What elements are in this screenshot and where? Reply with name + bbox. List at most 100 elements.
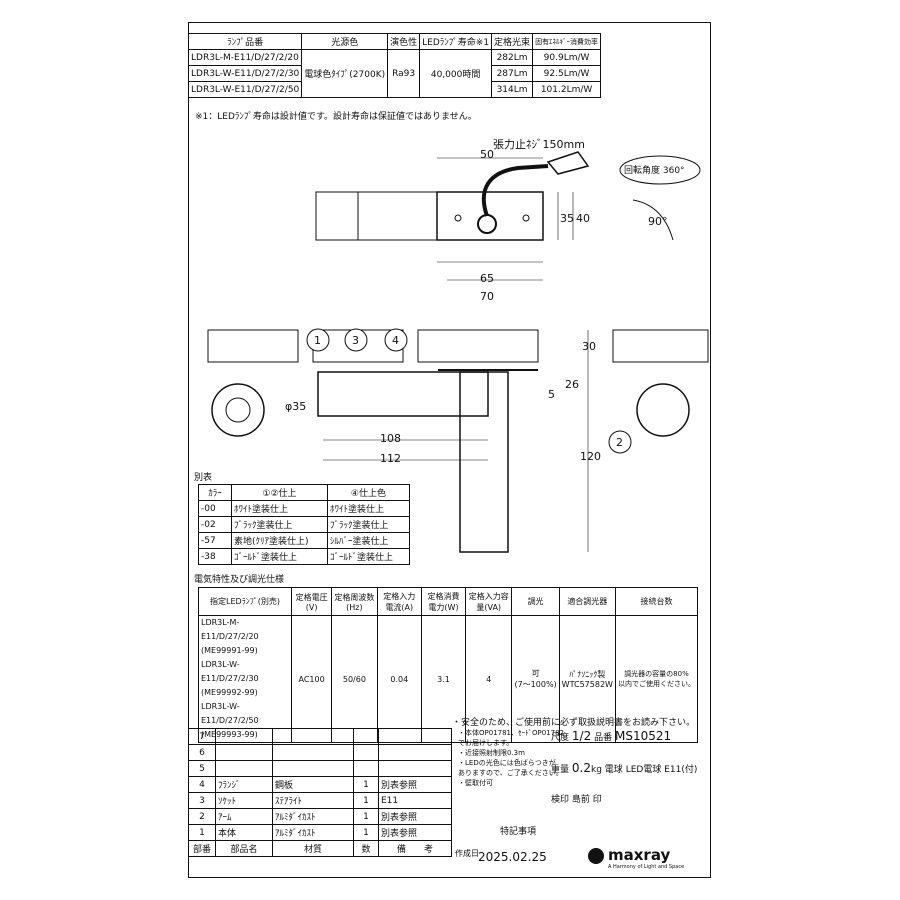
seal-label: 印 <box>592 795 602 805</box>
lamp-model: LDR3L-M-E11/D/27/2/20 <box>201 618 259 641</box>
dim-65: 65 <box>480 272 494 285</box>
units-cell: 調光器の容量の80% 以内でご使用ください。 <box>614 615 699 743</box>
header-lumen: 定格光束 <box>491 33 534 50</box>
variant-code: -38 <box>198 548 232 565</box>
efficiency-value: 101.2Lm/W <box>532 81 602 98</box>
parts-header: 部品名 <box>215 840 273 857</box>
lamp-model: LDR3L-M-E11/D/27/2/20 <box>187 49 303 66</box>
variant-finish: ｺﾞｰﾙﾄﾞ塗装仕上 <box>231 548 328 565</box>
variant-flange: ｺﾞｰﾙﾄﾞ塗装仕上 <box>326 548 411 565</box>
dim-phi35: φ35 <box>285 400 307 413</box>
variants-header: ①②仕上 <box>231 484 328 501</box>
variant-code: -02 <box>198 516 232 533</box>
dimming-range: (7〜100%) <box>514 680 557 689</box>
part-no: 6 <box>188 744 216 761</box>
dim-5: 5 <box>548 388 555 401</box>
part-remark: 別表参照 <box>377 808 453 825</box>
rated-power: 3.1 <box>421 615 466 743</box>
tension-label: 張力止ﾈｼﾞ150mm <box>493 138 585 151</box>
electrical-header: 定格電圧(V) <box>290 587 333 616</box>
electrical-header: 指定LEDﾗﾝﾌﾟ(別売) <box>198 587 292 616</box>
notes-block: ・本体OP01781、ｾｰﾄﾞOP01782 でお届けします。 ・近接照射制限0… <box>458 728 564 788</box>
lumen-value: 282Lm <box>491 49 534 66</box>
rotation-label: 回転角度 360° <box>624 166 685 176</box>
weight-label: 重量 <box>551 765 570 775</box>
lamp-spec-table: ﾗﾝﾌﾟ品番 光源色 演色性 LEDﾗﾝﾌﾟ寿命※1 定格光束 固有ｴﾈﾙｷﾞｰ… <box>187 33 602 98</box>
header-lamp-model: ﾗﾝﾌﾟ品番 <box>187 33 303 50</box>
dim-108: 108 <box>380 432 401 445</box>
part-name: 本体 <box>215 824 273 841</box>
callout-3: 3 <box>352 334 359 347</box>
date-value: 2025.02.25 <box>478 850 547 864</box>
part-qty: 1 <box>353 792 379 809</box>
dim-40: 40 <box>576 212 590 225</box>
parts-header: 材質 <box>271 840 355 857</box>
check-name: 島前 <box>571 795 590 805</box>
part-no-label: 品番 <box>594 733 613 743</box>
part-qty: 1 <box>353 808 379 825</box>
header-efficiency: 固有ｴﾈﾙｷﾞｰ消費効率 <box>532 33 602 50</box>
lamp-value: LED電球 E11(付) <box>625 765 698 775</box>
dimmer-model: WTC57582W <box>561 680 613 689</box>
part-no: 7 <box>188 728 216 745</box>
special-label: 特記事項 <box>500 827 537 837</box>
parts-header: 備 考 <box>377 840 453 857</box>
dimming-value: 可 <box>531 669 540 678</box>
brand-name: maxray <box>608 846 671 864</box>
note-line: ・LEDの光色には色ばらつきが <box>458 759 556 767</box>
weight-row: 重量 0.2kg 電球 LED電球 E11(付) <box>551 762 697 776</box>
header-life: LEDﾗﾝﾌﾟ寿命※1 <box>419 33 493 50</box>
weight-unit: kg <box>590 765 602 775</box>
part-qty: 1 <box>353 824 379 841</box>
part-no: 3 <box>188 792 216 809</box>
note-line: ・近接照射制限0.3m <box>458 749 525 757</box>
dim-35: 35 <box>560 212 574 225</box>
variant-finish: ﾌﾞﾗｯｸ塗装仕上 <box>231 516 328 533</box>
part-name: ｱｰﾑ <box>215 808 273 825</box>
lumen-value: 287Lm <box>491 65 534 82</box>
parts-header: 部番 <box>188 840 216 857</box>
variants-header: ｶﾗｰ <box>198 484 232 501</box>
variants-title: 別表 <box>194 473 213 483</box>
header-cri: 演色性 <box>387 33 421 50</box>
variant-code: -57 <box>198 532 232 549</box>
part-material: ｱﾙﾐﾀﾞｲｶｽﾄ <box>271 824 355 841</box>
units-note: 以内でご使用ください。 <box>617 680 695 688</box>
technical-drawing <box>207 151 709 553</box>
maxray-logo-icon <box>588 848 604 864</box>
lamp-label: 電球 <box>604 765 623 775</box>
dim-50: 50 <box>480 148 494 161</box>
dim-120: 120 <box>580 450 601 463</box>
electrical-header: 適合調光器 <box>558 587 616 616</box>
title-block: 尺度 1/2 品番 MS10521 重量 0.2kg 電球 LED電球 E11(… <box>551 730 697 806</box>
parts-header: 数 <box>353 840 379 857</box>
rated-voltage: AC100 <box>290 615 333 743</box>
electrical-table: 指定LEDﾗﾝﾌﾟ(別売) 定格電圧(V) 定格周波数(Hz) 定格入力電流(A… <box>198 587 699 743</box>
dim-112: 112 <box>380 452 401 465</box>
rated-va: 4 <box>464 615 513 743</box>
efficiency-value: 90.9Lm/W <box>532 49 602 66</box>
check-row: 検印 島前 印 <box>551 794 697 806</box>
side-view <box>207 328 709 553</box>
part-remark: E11 <box>377 792 453 809</box>
units-note: 調光器の容量の80% <box>624 670 689 678</box>
dim-30: 30 <box>582 340 596 353</box>
callout-2: 2 <box>616 436 623 449</box>
electrical-header: 定格入力電流(A) <box>376 587 423 616</box>
scale-label: 尺度 <box>551 733 570 743</box>
cri-value: Ra93 <box>387 49 421 98</box>
part-no: 2 <box>188 808 216 825</box>
lamp-model: LDR3L-W-E11/D/27/2/30 <box>187 65 303 82</box>
electrical-header: 接続台数 <box>614 587 699 616</box>
variant-flange: ﾌﾞﾗｯｸ塗装仕上 <box>326 516 411 533</box>
safety-note: ・安全のため、ご使用前に必ず取扱説明書をお読み下さい。 <box>452 718 696 728</box>
dimming-cell: 可 (7〜100%) <box>511 615 560 743</box>
rated-frequency: 50/60 <box>331 615 378 743</box>
part-material: ｱﾙﾐﾀﾞｲｶｽﾄ <box>271 808 355 825</box>
part-name: ﾌﾗﾝｼﾞ <box>215 776 273 793</box>
brand-tagline: A Harmony of Light and Space <box>608 864 685 870</box>
electrical-title: 電気特性及び調光仕様 <box>194 575 285 585</box>
dimmer-maker: ﾊﾟﾅｿﾆｯｸ製 <box>569 670 606 679</box>
electrical-header: 定格入力容量(VA) <box>464 587 513 616</box>
light-color: 電球色ﾀｲﾌﾟ(2700K) <box>301 49 389 98</box>
